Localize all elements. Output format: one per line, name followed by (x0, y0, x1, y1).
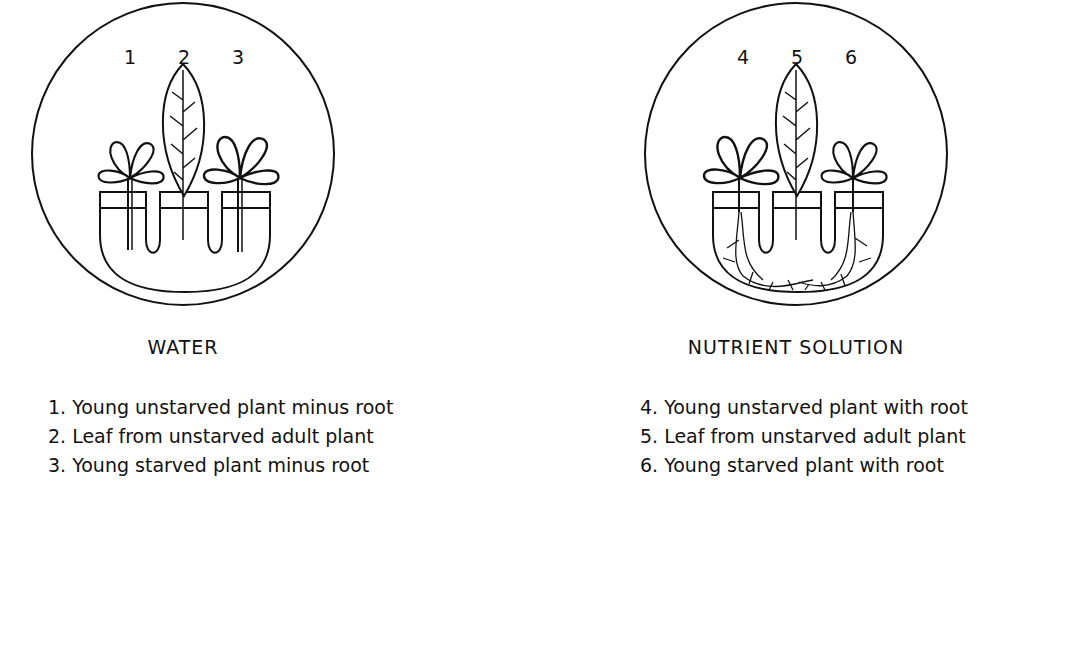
key-entry: 5. Leaf from unstarved adult plant (640, 425, 966, 448)
key-entry: 3. Young starved plant minus root (48, 454, 369, 477)
dish-caption: NUTRIENT SOLUTION (584, 336, 1008, 358)
key-entry: 2. Leaf from unstarved adult plant (48, 425, 374, 448)
key-entry: 6. Young starved plant with root (640, 454, 944, 477)
callout-number: 1 (124, 46, 136, 69)
key-entry: 1. Young unstarved plant minus root (48, 396, 393, 419)
callout-number: 3 (232, 46, 244, 69)
callout-number: 6 (845, 46, 857, 69)
callout-number: 2 (178, 46, 190, 69)
callout-number: 4 (737, 46, 749, 69)
callout-number: 5 (791, 46, 803, 69)
key-entry: 4. Young unstarved plant with root (640, 396, 968, 419)
dish-caption: WATER (0, 336, 395, 358)
